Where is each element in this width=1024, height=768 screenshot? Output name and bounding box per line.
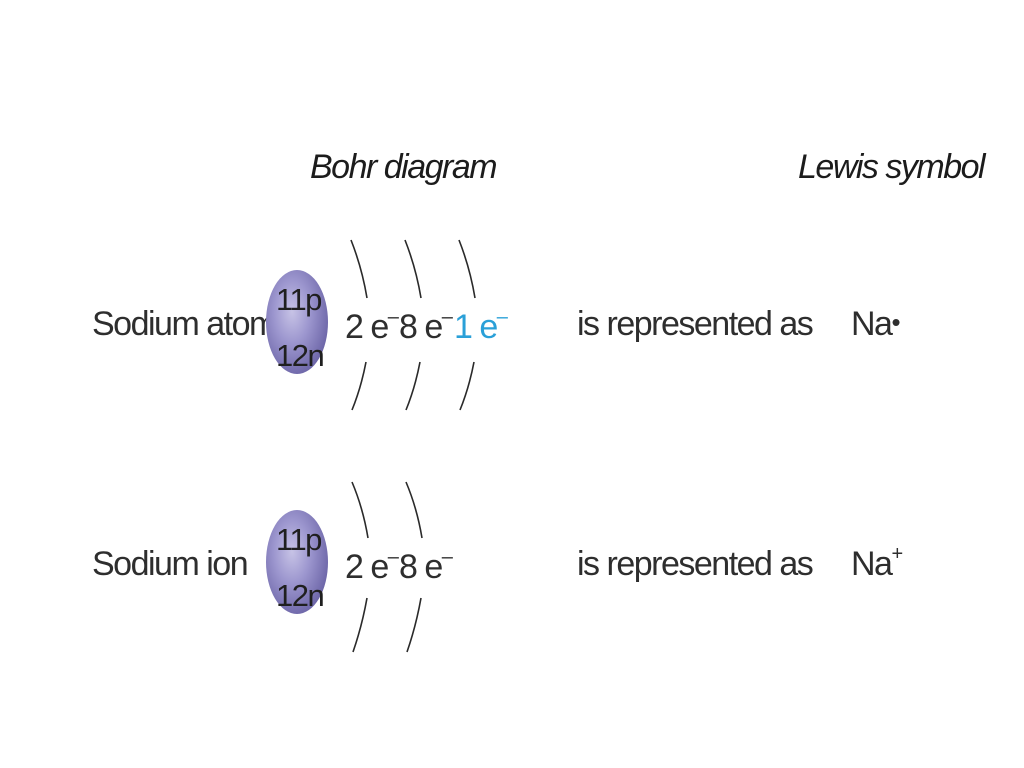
atom-neutrons-count: 12n [276,338,325,373]
ion-shell-1-upper-arc [351,481,369,539]
ion-shell-1-lower-arc [352,597,368,653]
ion-neutrons-count: 12n [276,578,325,613]
atom-represented-as-text: is represented as [577,305,814,343]
atom-shell-labels: 2 e– 8 e– 1 e– [345,306,525,352]
ion-shell-2-lower-arc [406,597,422,653]
ion-shell-2-charge: – [441,546,453,568]
valence-electron-dot: • [891,307,900,337]
atom-shell-3-lower-arc [459,361,475,411]
atom-shell-1-lower-arc [351,361,367,411]
atom-shell-1-upper-arc [350,239,368,299]
sodium-ion-nucleus [266,510,328,614]
atom-element-symbol: Na [851,305,893,343]
ion-charge-plus: + [891,543,903,565]
row-label-sodium-atom: Sodium atom [92,305,277,343]
ion-shell-2-count: 8 e [399,548,443,586]
lewis-symbol-sodium-atom: Na• [851,305,901,344]
lewis-symbol-header: Lewis symbol [798,148,986,186]
atom-shell-3-count: 1 e [454,308,498,346]
ion-shell-1-label: 2 e– [345,546,399,587]
ion-shell-1-charge: – [387,546,399,568]
sodium-atom-nucleus [266,270,328,374]
row-label-sodium-ion: Sodium ion [92,545,249,583]
ion-shell-2-label: 8 e– [399,546,453,587]
ion-element-symbol: Na [851,545,893,583]
ion-shell-1-count: 2 e [345,548,389,586]
ion-represented-as-text: is represented as [577,545,814,583]
atom-shell-2-upper-arc [404,239,422,299]
atom-shell-1-charge: – [387,306,399,328]
ion-shell-2-upper-arc [405,481,423,539]
atom-valence-shell-label: 1 e– [454,306,508,347]
bohr-diagram-header: Bohr diagram [310,148,498,186]
lewis-symbol-sodium-ion: Na+ [851,543,903,584]
atom-shell-3-upper-arc [458,239,476,299]
atom-shell-2-lower-arc [405,361,421,411]
ion-protons-count: 11p [276,522,322,557]
atom-shell-2-charge: – [441,306,453,328]
atom-shell-2-count: 8 e [399,308,443,346]
atom-protons-count: 11p [276,282,322,317]
atom-shell-1-label: 2 e– [345,306,399,347]
atom-shell-3-charge: – [496,306,508,328]
atom-shell-1-count: 2 e [345,308,389,346]
ion-shell-labels: 2 e– 8 e– [345,546,475,592]
atom-shell-2-label: 8 e– [399,306,453,347]
